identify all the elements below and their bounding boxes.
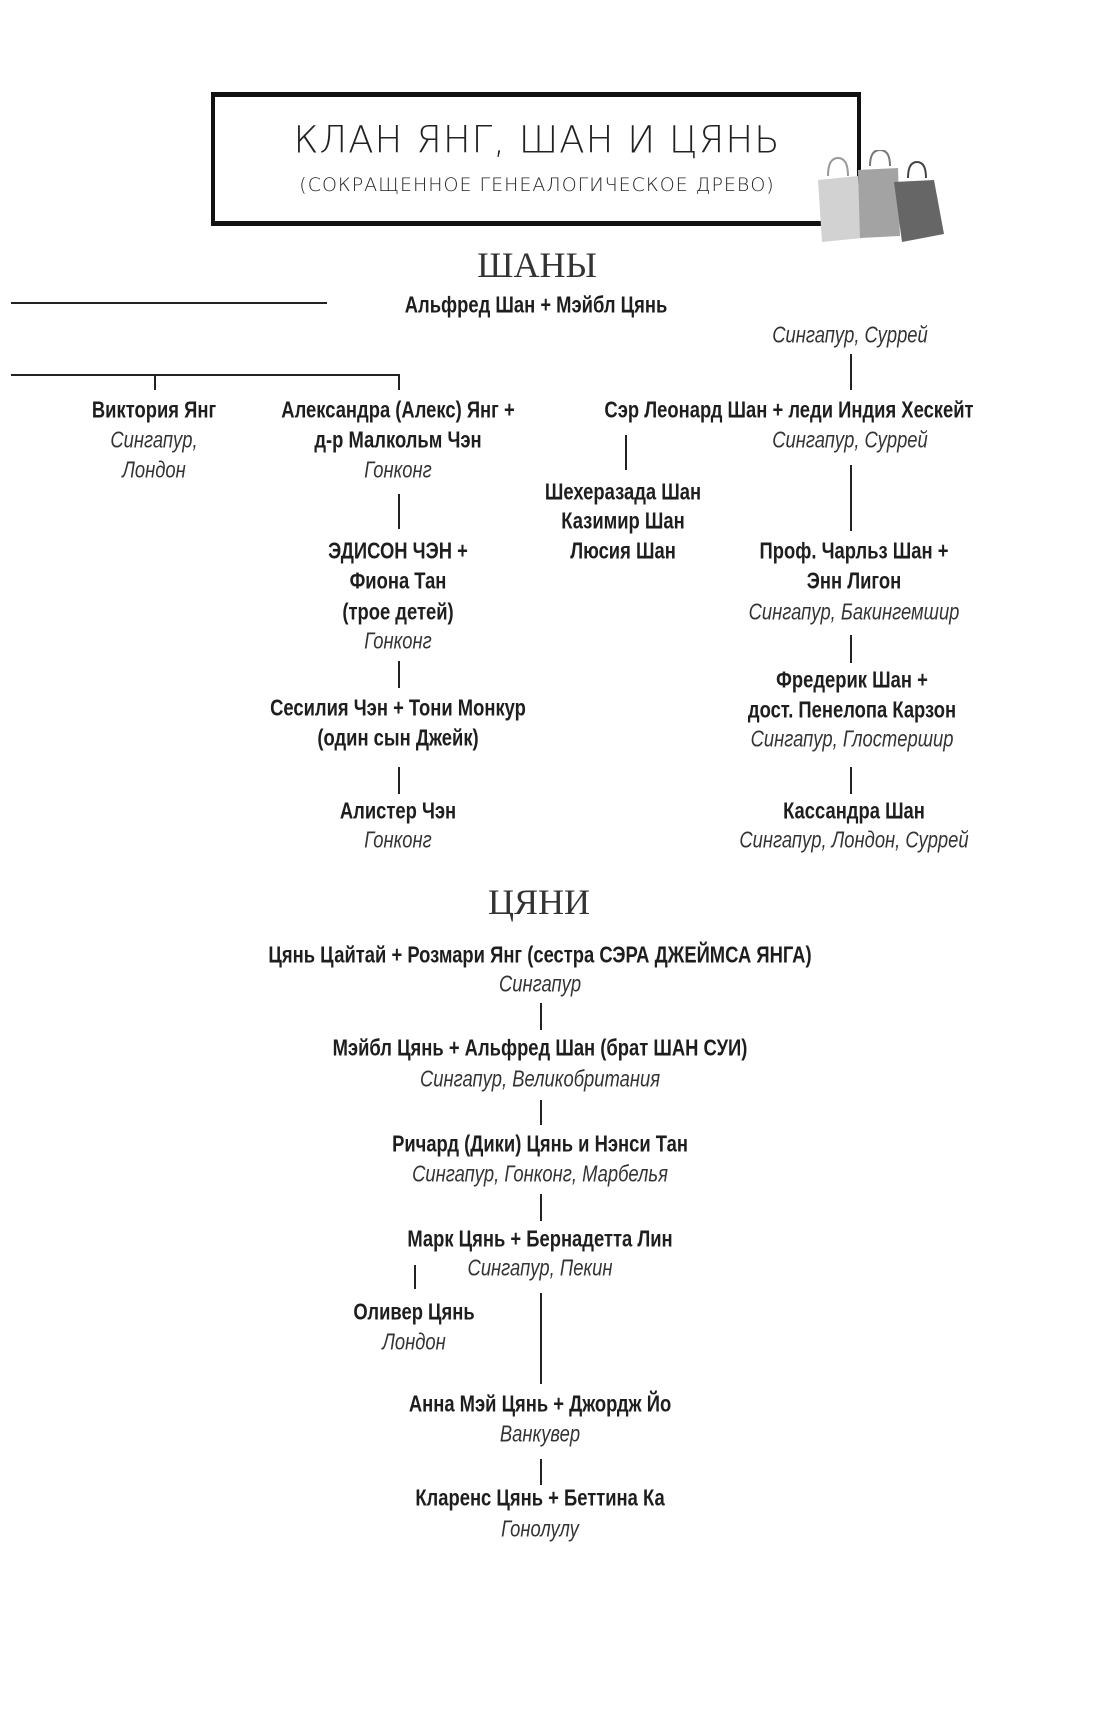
node-cecilia: Сесилия Чэн + Тони Монкур <box>270 694 526 721</box>
node-note: (трое детей) <box>342 598 454 625</box>
node-penelope: дост. Пенелопа Карзон <box>747 696 957 723</box>
connector-line <box>540 1003 542 1030</box>
page-title: КЛАН ЯНГ, ШАН И ЦЯНЬ <box>293 118 781 162</box>
connector-line <box>850 635 852 663</box>
node-place: Гонконг <box>364 456 432 483</box>
node-frederick: Фредерик Шан + <box>776 666 928 693</box>
connector-line <box>540 1100 542 1125</box>
node-place: Сингапур, Лондон, Суррей <box>739 826 969 853</box>
node-child: Люсия Шан <box>570 537 676 564</box>
section-heading-tsyan: ЦЯНИ <box>487 882 591 922</box>
node-place: Сингапур, Пекин <box>467 1254 613 1281</box>
page-subtitle: (СОКРАЩЕННОЕ ГЕНЕАЛОГИЧЕСКОЕ ДРЕВО) <box>299 174 775 196</box>
shopping-bags-icon <box>818 150 944 242</box>
connector-line <box>11 374 399 376</box>
node-place: Сингапур, Глостершир <box>750 725 954 752</box>
connector-line <box>398 494 400 529</box>
node-child: Казимир Шан <box>561 507 685 534</box>
node-place: Гонконг <box>364 627 432 654</box>
section-heading-shan: ШАНЫ <box>477 245 597 285</box>
node-generation: Кларенс Цянь + Беттина Ка <box>415 1484 665 1511</box>
connector-line <box>154 374 156 390</box>
node-victoria: Виктория Янг <box>91 396 217 423</box>
node-place: Гонконг <box>364 826 432 853</box>
node-note: (один сын Джейк) <box>317 724 479 751</box>
node-oliver: Оливер Цянь <box>353 1298 475 1325</box>
node-place: Сингапур, Бакингемшир <box>748 598 960 625</box>
connector-line <box>398 767 400 794</box>
node-place: Сингапур, Гонконг, Марбелья <box>412 1160 668 1187</box>
connector-line <box>11 302 327 304</box>
node-child: Шехеразада Шан <box>544 478 702 505</box>
connector-line <box>850 767 852 794</box>
node-fiona: Фиона Тан <box>349 567 447 594</box>
node-place: Ванкувер <box>499 1420 581 1447</box>
node-place: Сингапур, Великобритания <box>419 1065 661 1092</box>
node-place: Сингапур, Суррей <box>772 426 928 453</box>
node-place: Сингапур, <box>110 426 198 453</box>
connector-line <box>540 1459 542 1485</box>
node-leonard: Сэр Леонард Шан + леди Индия Хескейт <box>604 396 974 423</box>
connector-line <box>850 354 852 390</box>
node-edison: ЭДИСОН ЧЭН + <box>328 537 468 564</box>
node-alexandra: Александра (Алекс) Янг + <box>281 396 515 423</box>
node-generation: Ричард (Дики) Цянь и Нэнси Тан <box>392 1130 688 1157</box>
node-place: Сингапур <box>498 970 582 997</box>
node-cassandra: Кассандра Шан <box>783 797 925 824</box>
connector-line <box>625 435 627 470</box>
node-charles: Проф. Чарльз Шан + <box>759 537 949 564</box>
node-place: Гонолулу <box>501 1515 579 1542</box>
connector-line <box>414 1265 416 1289</box>
node-generation: Цянь Цайтай + Розмари Янг (сестра СЭРА Д… <box>268 941 812 968</box>
connector-line <box>398 661 400 688</box>
title-box <box>211 92 861 226</box>
node-alfred-mabel: Альфред Шан + Мэйбл Цянь <box>404 291 668 318</box>
connector-line <box>398 374 400 390</box>
node-place: Сингапур, Суррей <box>772 321 928 348</box>
connector-line <box>850 465 852 531</box>
node-place: Лондон <box>122 456 186 483</box>
node-generation: Анна Мэй Цянь + Джордж Йо <box>408 1390 672 1417</box>
connector-line <box>540 1293 542 1384</box>
connector-line <box>540 1194 542 1221</box>
node-place: Лондон <box>382 1328 446 1355</box>
node-malcolm: д-р Малкольм Чэн <box>314 426 482 453</box>
node-generation: Марк Цянь + Бернадетта Лин <box>407 1225 673 1252</box>
node-ann: Энн Лигон <box>806 567 902 594</box>
node-generation: Мэйбл Цянь + Альфред Шан (брат ШАН СУИ) <box>332 1034 748 1061</box>
node-alistair: Алистер Чэн <box>339 797 457 824</box>
